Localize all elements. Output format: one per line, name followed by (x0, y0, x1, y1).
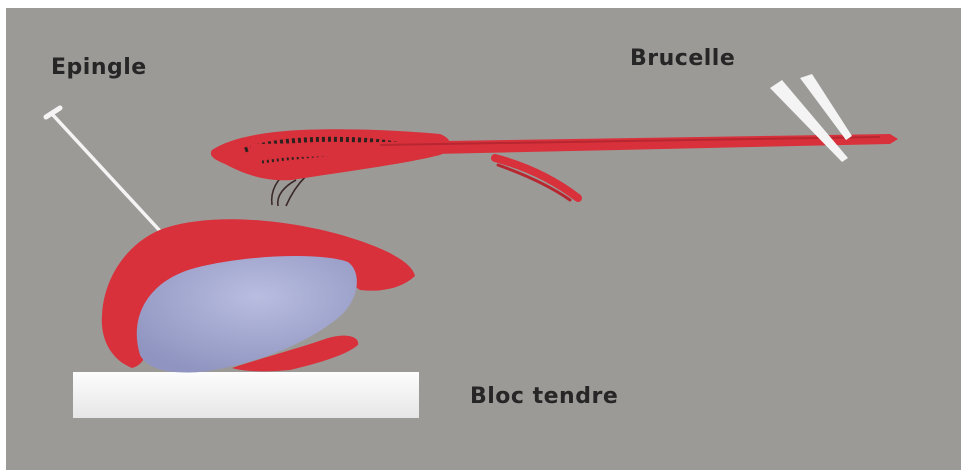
tweezers (770, 74, 852, 162)
label-soft-block: Bloc tendre (470, 384, 618, 409)
soft-block (73, 372, 419, 418)
label-pin: Epingle (51, 55, 147, 80)
pin (46, 108, 161, 232)
label-tweezers: Brucelle (630, 46, 735, 71)
